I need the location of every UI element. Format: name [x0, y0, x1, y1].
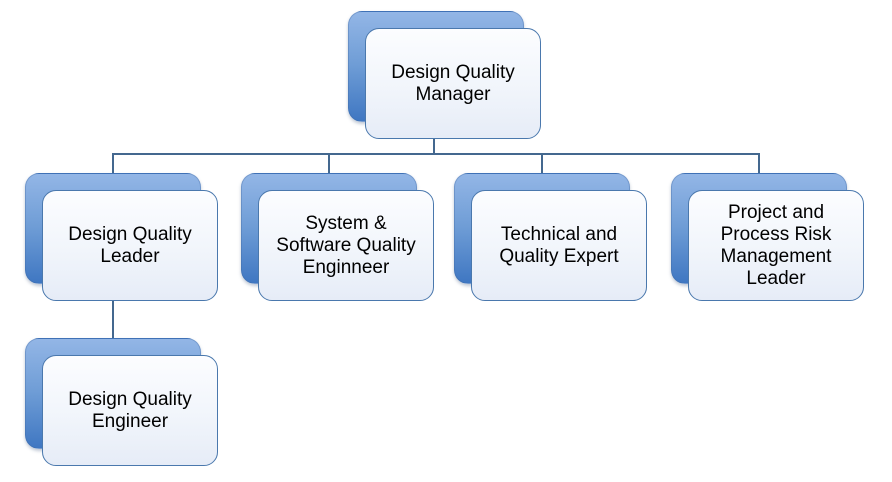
connector-leader-engineer — [112, 301, 114, 339]
node-design-quality-leader: Design Quality Leader — [25, 173, 218, 301]
connector-stub-technical-expert — [541, 153, 543, 175]
node-face-box: System & Software Quality Enginneer — [258, 190, 434, 301]
connector-manager-down — [433, 139, 435, 155]
node-face-box: Design Quality Engineer — [42, 355, 218, 466]
node-label: System & Software Quality Enginneer — [276, 212, 416, 278]
node-design-quality-manager: Design Quality Manager — [348, 11, 541, 139]
node-face-box: Technical and Quality Expert — [471, 190, 647, 301]
node-label: Project and Process Risk Management Lead… — [720, 201, 832, 289]
connector-stub-system-software — [328, 153, 330, 175]
node-project-process-risk-management-leader: Project and Process Risk Management Lead… — [671, 173, 864, 301]
node-label: Design Quality Manager — [391, 61, 515, 105]
node-label: Design Quality Engineer — [68, 388, 192, 432]
node-face-box: Project and Process Risk Management Lead… — [688, 190, 864, 301]
node-technical-quality-expert: Technical and Quality Expert — [454, 173, 647, 301]
node-label: Technical and Quality Expert — [499, 223, 619, 267]
node-face-box: Design Quality Manager — [365, 28, 541, 139]
node-face-box: Design Quality Leader — [42, 190, 218, 301]
connector-stub-risk-leader — [758, 153, 760, 175]
connector-stub-leader — [112, 153, 114, 175]
connector-bus — [112, 153, 760, 155]
node-design-quality-engineer: Design Quality Engineer — [25, 338, 218, 466]
node-label: Design Quality Leader — [68, 223, 192, 267]
node-system-software-quality-engineer: System & Software Quality Enginneer — [241, 173, 434, 301]
